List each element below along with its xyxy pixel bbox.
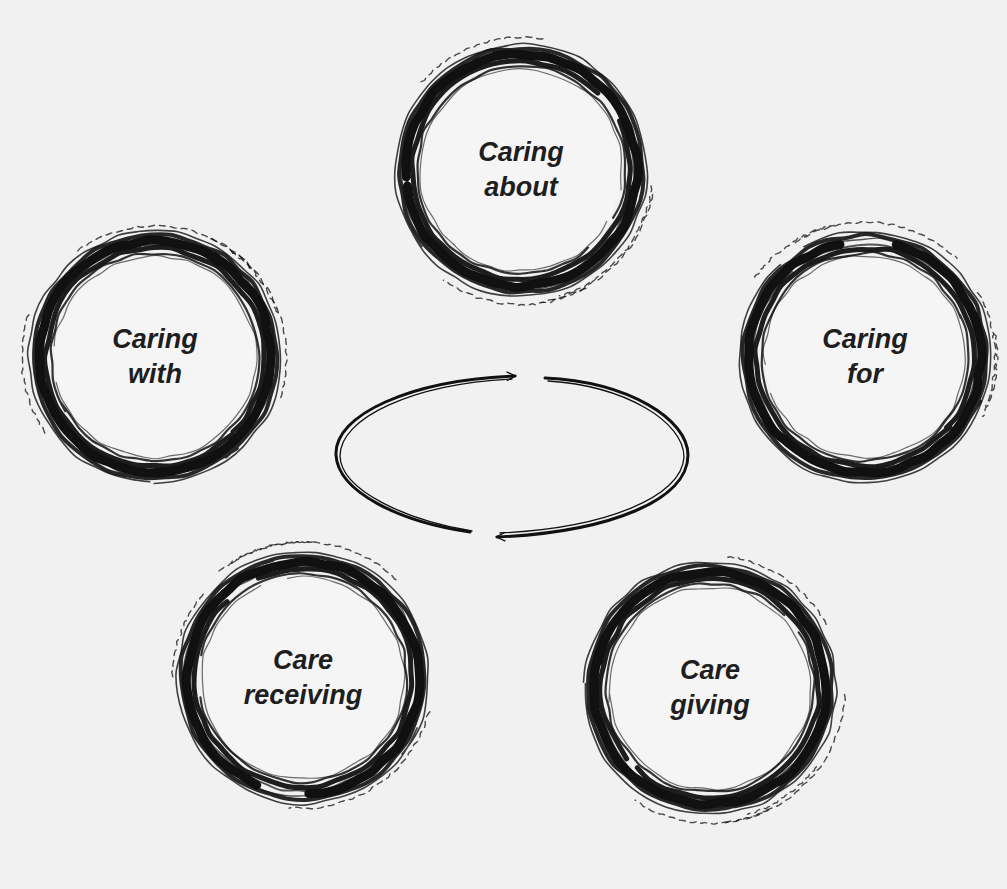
- brush-stroke: [590, 568, 828, 807]
- brush-stroke: [742, 234, 986, 478]
- brush-stroke: [402, 51, 640, 290]
- brush-stroke: [51, 254, 260, 461]
- circle-label-group: Caring with: [20, 222, 290, 492]
- brush-stroke: [406, 54, 639, 287]
- brush-stroke: [746, 238, 984, 476]
- circle-fill: [203, 578, 403, 778]
- circle-label: Care receiving: [244, 643, 363, 712]
- circle-label-group: Caring for: [730, 222, 1000, 492]
- brush-stroke: [34, 234, 277, 478]
- brush-flick: [728, 557, 828, 629]
- circle-fill: [55, 257, 255, 457]
- cycle-arc: [500, 381, 684, 533]
- brush-stroke: [399, 49, 643, 293]
- brush-flick: [747, 767, 816, 814]
- brush-stroke: [181, 556, 425, 800]
- brush-stroke: [45, 247, 264, 466]
- brush-stroke: [584, 563, 838, 814]
- brush-ring: [168, 543, 438, 813]
- brush-flick: [443, 280, 586, 305]
- brush-stroke: [752, 244, 977, 469]
- brush-stroke: [202, 576, 405, 778]
- brush-flick: [211, 239, 287, 398]
- circle-label: Caring for: [822, 322, 908, 391]
- brush-flick: [541, 195, 652, 303]
- brush-stroke: [176, 552, 428, 805]
- brush-flick: [22, 315, 45, 433]
- brush-stroke: [600, 578, 819, 798]
- brush-flick: [219, 542, 312, 571]
- care-circle: Caring for: [730, 222, 1000, 492]
- brush-stroke: [194, 569, 412, 788]
- brush-stroke: [594, 571, 826, 805]
- circle-fill: [421, 70, 621, 270]
- brush-stroke: [42, 245, 267, 472]
- brush-ring: [386, 35, 656, 305]
- brush-stroke: [609, 588, 811, 790]
- cycle-arc: [340, 379, 512, 531]
- brush-stroke: [763, 256, 965, 458]
- circle-label-group: Care giving: [575, 553, 845, 823]
- care-circle: Caring with: [20, 222, 290, 492]
- brush-stroke: [190, 566, 414, 792]
- brush-stroke: [36, 237, 273, 477]
- brush-stroke: [412, 61, 630, 280]
- circle-label-group: Caring about: [386, 35, 656, 305]
- brush-flick: [559, 186, 651, 296]
- brush-stroke: [39, 240, 271, 473]
- circle-label: Caring with: [112, 322, 198, 391]
- brush-flick: [78, 225, 255, 271]
- brush-stroke: [739, 232, 990, 483]
- brush-stroke: [28, 230, 281, 483]
- care-circle: Care giving: [575, 553, 845, 823]
- brush-ring: [575, 553, 845, 823]
- brush-flick: [421, 37, 543, 82]
- circle-fill: [765, 257, 965, 457]
- cycle-arc: [497, 378, 688, 537]
- brush-flick: [172, 590, 206, 676]
- brush-flick: [232, 251, 278, 317]
- brush-flick: [795, 222, 957, 259]
- brush-flick: [635, 800, 769, 824]
- brush-stroke: [186, 561, 420, 793]
- brush-stroke: [597, 575, 824, 802]
- care-circle: Care receiving: [168, 543, 438, 813]
- circle-label-group: Care receiving: [168, 543, 438, 813]
- care-circle: Caring about: [386, 35, 656, 305]
- brush-ring: [20, 222, 290, 492]
- brush-stroke: [183, 560, 423, 797]
- brush-flick: [232, 541, 399, 580]
- circle-fill: [610, 588, 810, 788]
- brush-stroke: [755, 249, 975, 467]
- circle-label: Caring about: [478, 135, 564, 204]
- brush-stroke: [418, 66, 626, 274]
- brush-flick: [755, 225, 834, 277]
- brush-stroke: [762, 252, 969, 462]
- brush-stroke: [749, 244, 983, 472]
- brush-flick: [289, 712, 430, 809]
- circle-label: Care giving: [670, 653, 750, 722]
- brush-stroke: [407, 57, 634, 285]
- brush-flick: [977, 293, 996, 406]
- brush-stroke: [395, 43, 648, 296]
- cycle-arc: [336, 376, 515, 532]
- brush-stroke: [588, 565, 832, 810]
- brush-stroke: [54, 255, 257, 458]
- brush-stroke: [605, 583, 814, 791]
- brush-stroke: [420, 69, 621, 271]
- brush-stroke: [200, 573, 407, 783]
- brush-ring: [730, 222, 1000, 492]
